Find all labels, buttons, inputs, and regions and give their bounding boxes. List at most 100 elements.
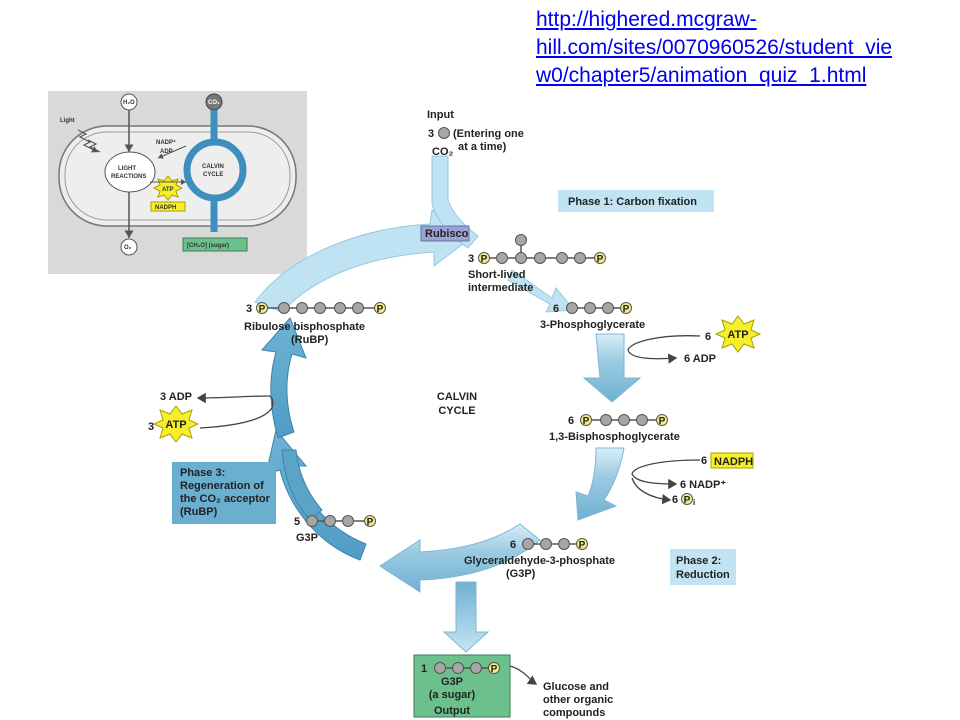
p-label: P xyxy=(659,416,666,427)
inset-co2-label: CO₂ xyxy=(208,100,220,106)
rubp-molecule: 3 P P Ribulose bisphosphate (RuBP) xyxy=(244,302,386,346)
inset-sugar-label: [CH₂O] (sugar) xyxy=(187,243,229,249)
p-label: P xyxy=(597,254,604,265)
arc-bottom-arrow xyxy=(379,523,541,593)
input-count: 3 xyxy=(428,128,434,140)
intermediate-count: 3 xyxy=(468,253,474,265)
g3p-label-1: Glyceraldehyde-3-phosphate xyxy=(464,555,615,567)
p-label: P xyxy=(259,304,266,315)
arrow-left-mid xyxy=(281,449,323,521)
rubisco-label: Rubisco xyxy=(425,228,469,240)
bpg-label: 1,3-Bisphosphoglycerate xyxy=(549,431,680,443)
adp-regen-label: 3 ADP xyxy=(160,391,192,403)
g3p-label-2: (G3P) xyxy=(506,568,536,580)
link-line-2[interactable]: hill.com/sites/0070960526/student_vie xyxy=(536,36,893,59)
arc-to-3pg-arrow xyxy=(507,269,575,313)
p-label: P xyxy=(623,304,630,315)
light-zigzag-icon xyxy=(77,129,99,153)
intermediate-label-2: intermediate xyxy=(468,282,533,294)
bpg-count: 6 xyxy=(568,415,574,427)
nadph-label: NADPH xyxy=(714,456,753,468)
g3p5-molecule: 5 P G3P xyxy=(294,515,376,544)
side-arrows xyxy=(196,335,701,685)
atp-star-icon xyxy=(152,405,200,443)
atp-phase2: 6 ATP 6 ADP xyxy=(684,315,762,365)
link-line-1[interactable]: http://highered.mcgraw- xyxy=(536,8,757,31)
phase3-label-3: the CO₂ acceptor xyxy=(180,493,271,505)
phosphate-icon xyxy=(576,538,588,550)
adp-out-label: 6 ADP xyxy=(684,353,716,365)
inset-nadp-label: NADP⁺ xyxy=(156,139,176,146)
inset-light-reactions-1: LIGHT xyxy=(118,166,136,172)
nadph-count: 6 xyxy=(701,455,707,467)
p-label: P xyxy=(491,664,498,675)
phase-1-box: Phase 1: Carbon fixation xyxy=(558,190,714,212)
inset-nadph-label: NADPH xyxy=(155,205,176,211)
inset-light-reactions-2: REACTIONS xyxy=(111,174,146,180)
phosphate-icon xyxy=(681,493,693,505)
arrow-3pg-to-bpg xyxy=(582,333,642,403)
intermediate-label-1: Short-lived xyxy=(468,269,525,281)
phosphate-icon xyxy=(594,252,606,264)
output-arrow xyxy=(442,581,490,653)
phase1-label: Phase 1: Carbon fixation xyxy=(568,196,697,208)
calvin-cycle-center: CALVIN CYCLE xyxy=(437,391,477,417)
output-label-2: (a sugar) xyxy=(429,689,476,701)
calvin-center-1: CALVIN xyxy=(437,391,477,403)
rubp-label-2: (RuBP) xyxy=(291,334,329,346)
chloroplast-inner-membrane xyxy=(64,131,291,221)
glucose-label: Glucose and other organic compounds xyxy=(543,681,613,719)
quiz-url-link[interactable]: http://highered.mcgraw- hill.com/sites/0… xyxy=(536,6,940,90)
g3p-count: 6 xyxy=(510,539,516,551)
p-label: P xyxy=(377,304,384,315)
inset-calvin-1: CALVIN xyxy=(202,164,224,170)
arrow-bpg-to-g3p xyxy=(575,447,625,521)
light-zigzag-2-icon xyxy=(87,139,101,153)
output-count: 1 xyxy=(421,663,427,675)
inset-atp-label: ATP xyxy=(162,187,174,193)
input-co2: CO₂ xyxy=(432,146,454,158)
phase3-label-2: Regeneration of xyxy=(180,480,264,492)
bpg-molecule: 6 P P 1,3-Bisphosphoglycerate xyxy=(549,414,680,443)
p-label: P xyxy=(583,416,590,427)
input-desc-1: (Entering one xyxy=(453,128,524,140)
intermediate-molecule: 3 P P Short-lived intermediate xyxy=(468,234,606,294)
atp-regen-count: 3 xyxy=(148,421,154,433)
atp-in-count: 6 xyxy=(705,331,711,343)
o2-circle-icon xyxy=(120,238,138,256)
g3p5-count: 5 xyxy=(294,516,300,528)
inset-o2-label: O₂ xyxy=(124,245,132,251)
light-reactions-blob xyxy=(104,151,156,193)
input-desc-2: at a time) xyxy=(458,141,507,153)
phosphate-icon xyxy=(488,662,500,674)
phosphate-icon xyxy=(656,414,668,426)
co2-carbon-icon xyxy=(438,127,450,139)
atp-label: ATP xyxy=(165,419,186,431)
p-label: P xyxy=(481,254,488,265)
pi-out-count: 6 xyxy=(672,494,678,506)
atp-star-icon xyxy=(714,315,762,353)
pi-subscript: i xyxy=(693,498,695,507)
phosphate-icon xyxy=(364,515,376,527)
phosphate-icon xyxy=(256,302,268,314)
glucose-3: compounds xyxy=(543,707,605,719)
phase2-label-1: Phase 2: xyxy=(676,555,721,567)
nadp-out-label: 6 NADP⁺ xyxy=(680,479,726,491)
output-molecule: 1 P xyxy=(421,662,500,675)
phase3-label-4: (RuBP) xyxy=(180,506,218,518)
phosphate-icon xyxy=(580,414,592,426)
link-line-3[interactable]: w0/chapter5/animation_quiz_1.html xyxy=(536,64,867,87)
phosphate-icon xyxy=(478,252,490,264)
inset-light-label: Light xyxy=(60,118,75,124)
rubp-label-1: Ribulose bisphosphate xyxy=(244,321,365,333)
atp-label: ATP xyxy=(727,329,748,341)
calvin-center-2: CYCLE xyxy=(438,405,475,417)
inset-calvin-2: CYCLE xyxy=(203,172,223,178)
output-label-3: Output xyxy=(434,705,470,717)
3pg-molecule: 6 P 3-Phosphoglycerate xyxy=(540,302,645,331)
3pg-label: 3-Phosphoglycerate xyxy=(540,319,645,331)
glucose-2: other organic xyxy=(543,694,613,706)
glucose-1: Glucose and xyxy=(543,681,609,693)
3pg-count: 6 xyxy=(553,303,559,315)
